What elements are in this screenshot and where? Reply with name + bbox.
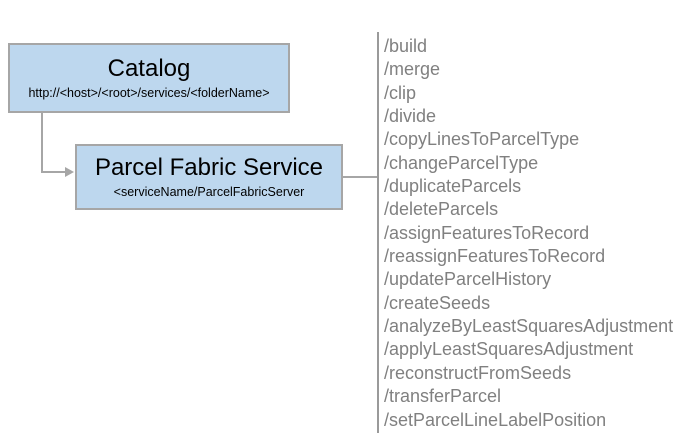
endpoint-item: /deleteParcels	[384, 199, 499, 220]
endpoint-item: /reconstructFromSeeds	[384, 362, 572, 383]
endpoint-item: /applyLeastSquaresAdjustment	[384, 339, 634, 360]
parcel-fabric-service-node: Parcel Fabric Service <serviceName/Parce…	[75, 144, 343, 210]
endpoint-item: /analyzeByLeastSquaresAdjustment	[384, 316, 674, 337]
service-title: Parcel Fabric Service	[94, 154, 324, 182]
endpoint-item: /divide	[384, 106, 437, 127]
endpoint-item: /assignFeaturesToRecord	[384, 222, 590, 243]
endpoint-item: /clip	[384, 82, 417, 103]
catalog-url: http://<host>/<root>/services/<folderNam…	[28, 85, 270, 100]
endpoint-item: /transferParcel	[384, 386, 502, 407]
endpoint-item: /reassignFeaturesToRecord	[384, 246, 606, 267]
endpoint-item: /setParcelLineLabelPosition	[384, 409, 607, 430]
catalog-to-service-connector-vertical	[41, 113, 43, 173]
catalog-to-service-connector-horizontal	[41, 171, 67, 173]
endpoint-item: /merge	[384, 59, 441, 80]
endpoint-item: /updateParcelHistory	[384, 269, 552, 290]
catalog-node: Catalog http://<host>/<root>/services/<f…	[8, 43, 290, 113]
endpoints-divider-line	[377, 32, 379, 433]
endpoint-item: /changeParcelType	[384, 152, 539, 173]
endpoint-item: /duplicateParcels	[384, 176, 522, 197]
endpoint-item: /createSeeds	[384, 292, 491, 313]
endpoint-list: /build/merge/clip/divide/copyLinesToParc…	[384, 35, 690, 432]
catalog-title: Catalog	[107, 55, 191, 83]
endpoint-item: /build	[384, 36, 428, 56]
endpoint-item: /copyLinesToParcelType	[384, 129, 580, 150]
connector-arrowhead-icon	[65, 167, 74, 177]
service-url: <serviceName/ParcelFabricServer	[113, 184, 305, 199]
service-to-endpoints-connector	[343, 176, 377, 178]
